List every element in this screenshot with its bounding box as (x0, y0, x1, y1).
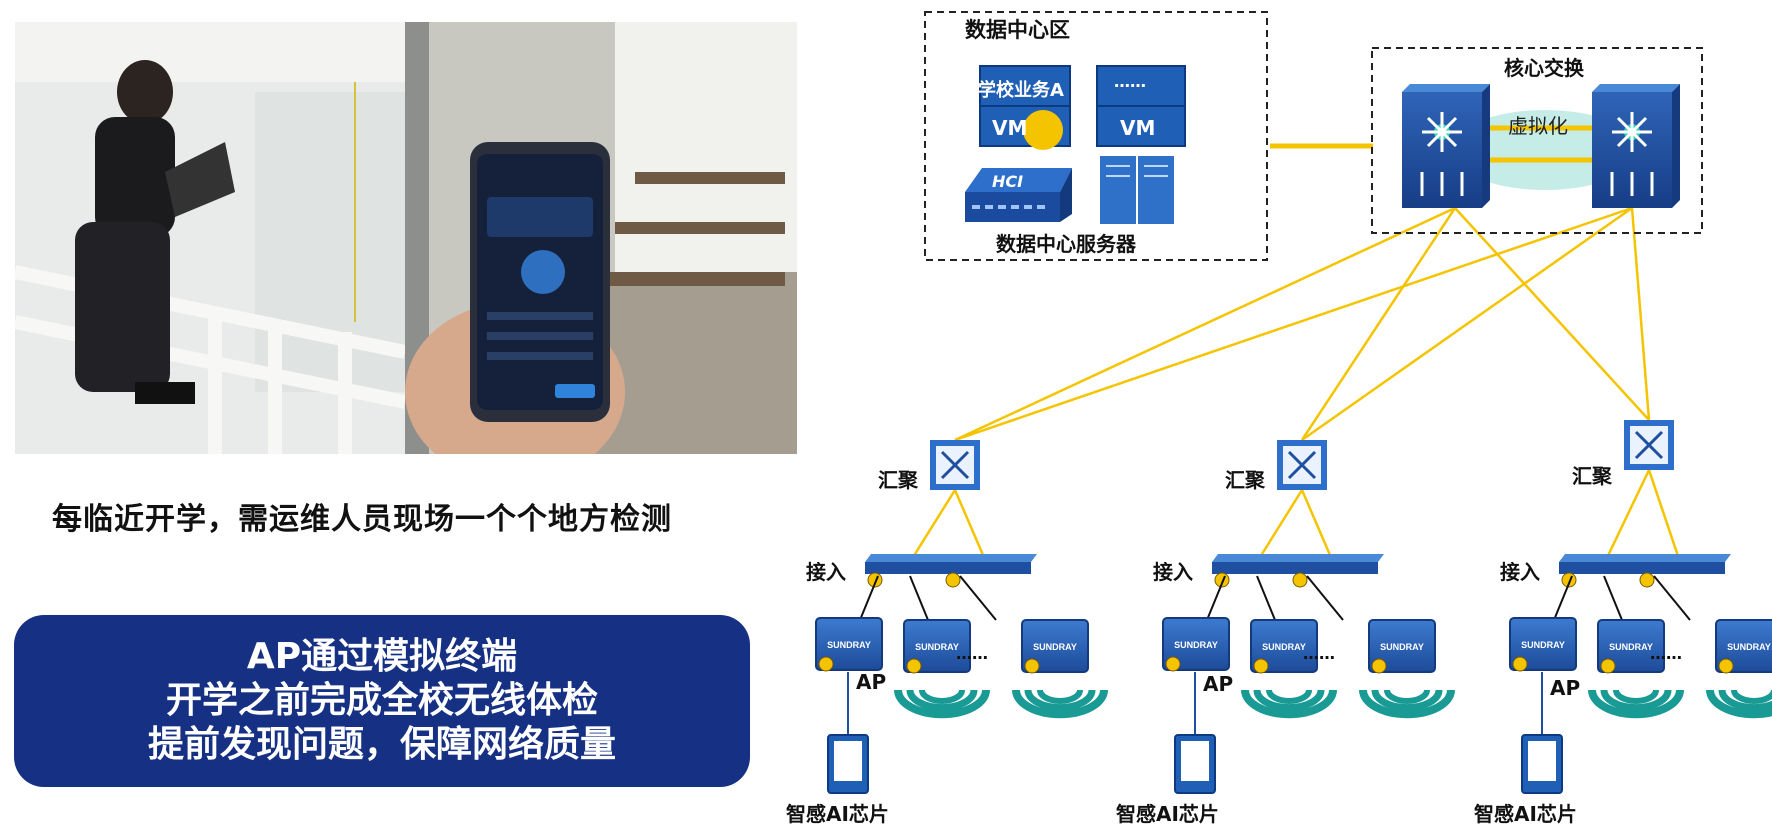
access-label-3: 接入 (1500, 560, 1540, 584)
ap-ellipsis-2: …… (1303, 644, 1335, 663)
ap-label-2: AP (1203, 672, 1234, 696)
datacenter-title: 数据中心区 (965, 18, 1070, 42)
wifi-signal-arc (919, 689, 965, 704)
caption-text: 每临近开学，需运维人员现场一个个地方检测 (52, 502, 672, 537)
core-zone (1371, 47, 1703, 234)
agg-switch-2 (1277, 440, 1327, 490)
wifi-signal-arc (1012, 689, 1108, 719)
wifi-signal-arc (906, 689, 978, 712)
datacenter-servers-label: 数据中心服务器 (996, 232, 1136, 256)
wifi-signal-arc (1718, 689, 1772, 712)
ai-chip-label-1: 智感AI芯片 (786, 802, 889, 826)
access-label-2: 接入 (1153, 560, 1193, 584)
ap-ellipsis-3: …… (1650, 644, 1682, 663)
access-point: SUNDRAY (1241, 619, 1337, 719)
agg-label-1: 汇聚 (878, 468, 918, 492)
virtualization-label: 虚拟化 (1508, 114, 1568, 138)
core-switch-2 (1592, 84, 1680, 208)
agg-switch-3 (1624, 420, 1674, 470)
ap-brand-text: SUNDRAY (1521, 640, 1565, 650)
uplink-lines (908, 143, 1682, 563)
datacenter-zone (924, 11, 1268, 261)
hci-appliance (965, 168, 1072, 222)
banner-line-2: 开学之前完成全校无线体检 (165, 680, 598, 721)
wifi-signal-arc (1266, 689, 1312, 704)
wifi-signal-arc (1037, 689, 1083, 704)
ap-ellipsis-1: …… (956, 644, 988, 663)
access-point: SUNDRAY (1706, 619, 1772, 719)
banner-line-1: AP通过模拟终端 (246, 636, 518, 677)
ai-chip-device (827, 734, 869, 794)
wifi-signal-arc (1706, 689, 1772, 719)
ap-brand-text: SUNDRAY (1262, 642, 1306, 652)
agg-switch-1 (930, 440, 980, 490)
ai-chip-label-2: 智感AI芯片 (1116, 802, 1219, 826)
ap-brand-text: SUNDRAY (1380, 642, 1424, 652)
access-group-2: SUNDRAY SUNDRAY SUNDRAY (1162, 554, 1455, 794)
access-switch (943, 554, 1037, 588)
core-title: 核心交换 (1504, 56, 1584, 80)
server-rack (1100, 156, 1174, 224)
access-point: SUNDRAY (894, 619, 990, 719)
ai-chip-device (1174, 734, 1216, 794)
ap-brand-text: SUNDRAY (1609, 642, 1653, 652)
vm-label-1: VM (992, 116, 1028, 140)
ai-chip-label-3: 智感AI芯片 (1474, 802, 1577, 826)
wifi-signal-arc (1024, 689, 1096, 712)
access-point: SUNDRAY (1359, 619, 1455, 719)
site-inspection-photo (15, 22, 797, 454)
access-switch (1212, 554, 1306, 588)
wifi-signal-arc (1731, 689, 1772, 704)
ap-label-1: AP (856, 670, 887, 694)
highlight-banner: AP通过模拟终端 开学之前完成全校无线体检 提前发现问题，保障网络质量 (14, 615, 750, 787)
vm-label-2: VM (1120, 116, 1156, 140)
wifi-signal-arc (1253, 689, 1325, 712)
wifi-signal-arc (1613, 689, 1659, 704)
hci-label: HCI (992, 172, 1024, 191)
vm-block-b (1096, 65, 1186, 147)
agg-label-2: 汇聚 (1225, 468, 1265, 492)
wifi-signal-arc (894, 689, 990, 719)
access-group-3: SUNDRAY SUNDRAY SUNDRAY (1509, 554, 1772, 794)
access-point: SUNDRAY (1162, 617, 1230, 672)
wifi-signal-arc (1600, 689, 1672, 712)
access-point: SUNDRAY (815, 617, 883, 672)
banner-line-3: 提前发现问题，保障网络质量 (147, 724, 616, 765)
wifi-signal-arc (1588, 689, 1684, 719)
core-switch-1 (1402, 84, 1490, 208)
app-label: 学校业务A (978, 80, 1064, 101)
ap-brand-text: SUNDRAY (1727, 642, 1771, 652)
access-label-1: 接入 (806, 560, 846, 584)
ap-brand-text: SUNDRAY (1033, 642, 1077, 652)
wifi-signal-arc (1241, 689, 1337, 719)
wifi-signal-arc (1384, 689, 1430, 704)
ap-label-3: AP (1550, 676, 1581, 700)
wifi-signal-arc (1371, 689, 1443, 712)
ai-chip-device (1521, 734, 1563, 794)
vm-block-a (979, 65, 1071, 150)
wifi-signal-arc (1359, 689, 1455, 719)
access-point: SUNDRAY (1012, 619, 1108, 719)
access-switch (1637, 554, 1731, 588)
ap-brand-text: SUNDRAY (827, 640, 871, 650)
ellipsis-label: …… (1114, 72, 1146, 91)
access-group-1: SUNDRAY SUNDRAY SUNDRAY (815, 554, 1108, 794)
ap-brand-text: SUNDRAY (1174, 640, 1218, 650)
access-point: SUNDRAY (1588, 619, 1684, 719)
agg-label-3: 汇聚 (1572, 464, 1612, 488)
access-switch (1290, 554, 1384, 588)
access-point: SUNDRAY (1509, 617, 1577, 672)
ap-brand-text: SUNDRAY (915, 642, 959, 652)
